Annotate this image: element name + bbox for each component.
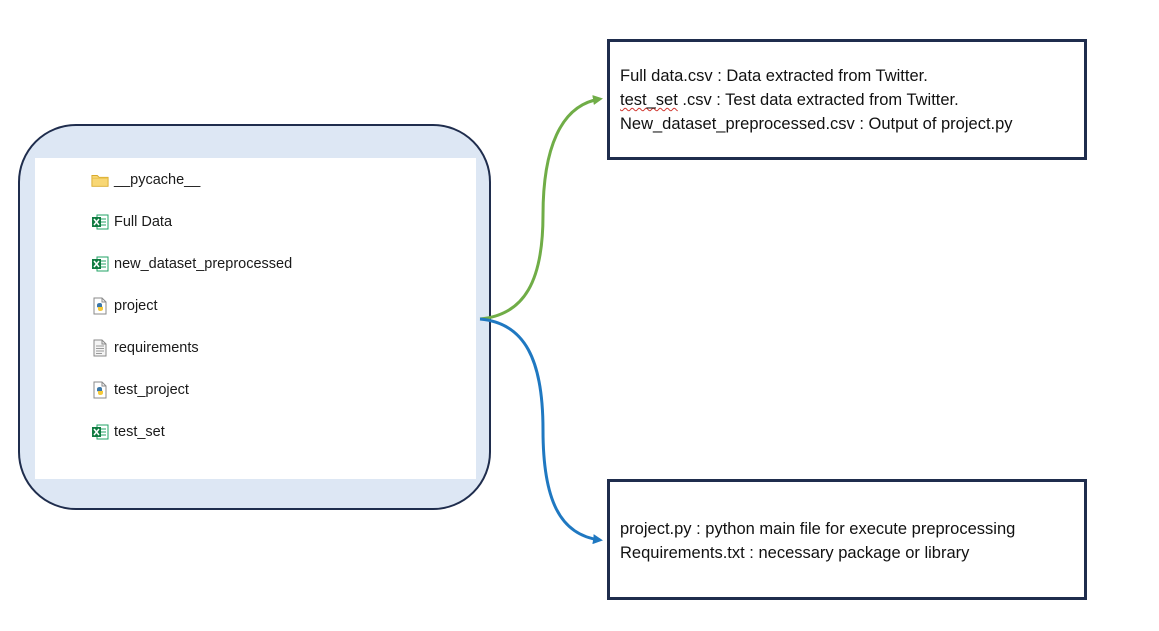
file-name: test_set <box>114 424 165 440</box>
note-line-project: project.py : python main file for execut… <box>620 520 1016 538</box>
folder-icon <box>91 171 109 189</box>
file-name: requirements <box>114 340 199 356</box>
python-file-icon <box>91 381 109 399</box>
file-item-test-set[interactable]: test_set <box>91 422 165 442</box>
file-item-project[interactable]: project <box>91 296 158 316</box>
spellcheck-word: test_set <box>620 91 678 109</box>
excel-icon <box>91 423 109 441</box>
file-name: project <box>114 298 158 314</box>
note-line-test-set-rest: .csv : Test data extracted from Twitter. <box>677 91 959 109</box>
python-file-icon <box>91 297 109 315</box>
code-files-note: project.py : python main file for execut… <box>607 479 1087 600</box>
file-name: __pycache__ <box>114 172 201 188</box>
note-line-test-set: test_set .csv : Test data extracted from… <box>620 88 1084 112</box>
file-item-test-project[interactable]: test_project <box>91 380 189 400</box>
blue-arrow <box>479 317 603 545</box>
file-name: test_project <box>114 382 189 398</box>
excel-icon <box>91 255 109 273</box>
file-list: __pycache__ Full Data new_dataset_prepro… <box>35 158 476 479</box>
green-arrow <box>479 95 603 321</box>
note-line-requirements: Requirements.txt : necessary package or … <box>620 544 970 562</box>
file-item-new-dataset-preprocessed[interactable]: new_dataset_preprocessed <box>91 254 292 274</box>
note-line-full-data: Full data.csv : Data extracted from Twit… <box>620 67 928 85</box>
excel-icon <box>91 213 109 231</box>
file-name: new_dataset_preprocessed <box>114 256 293 272</box>
text-file-icon <box>91 339 109 357</box>
note-line-preprocessed: New_dataset_preprocessed.csv : Output of… <box>620 115 1013 133</box>
file-item-full-data[interactable]: Full Data <box>91 212 172 232</box>
file-item-pycache[interactable]: __pycache__ <box>91 170 200 190</box>
data-files-note: Full data.csv : Data extracted from Twit… <box>607 39 1087 160</box>
file-name: Full Data <box>114 214 173 230</box>
file-item-requirements[interactable]: requirements <box>91 338 199 358</box>
